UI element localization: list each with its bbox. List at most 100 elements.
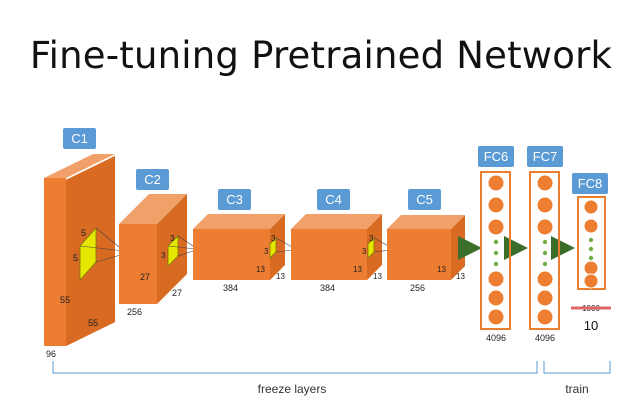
c2-height-label: 27 — [140, 272, 150, 282]
c2-kernel-ray — [167, 245, 197, 250]
ellipsis-dot — [493, 261, 499, 267]
ellipsis-dot — [493, 250, 499, 256]
c4-width-label: 13 — [373, 272, 382, 281]
c2-front — [119, 224, 157, 304]
c5-front — [387, 229, 451, 280]
label-fc7-bg — [527, 146, 563, 167]
label-c5-text: C5 — [416, 192, 433, 207]
label-fc8-text: FC8 — [578, 176, 603, 191]
neuron — [536, 308, 554, 326]
neuron — [487, 218, 505, 236]
c3-kernel-size: 3 — [271, 234, 276, 243]
fc8-box — [577, 196, 606, 290]
c3-top — [193, 214, 285, 229]
c3-kernel-size: 3 — [264, 247, 269, 256]
label-fc7-text: FC7 — [533, 149, 558, 164]
label-c5: C5 — [408, 189, 441, 210]
c5-top — [387, 215, 465, 229]
c2-kernel-size: 3 — [161, 251, 166, 260]
label-fc6-text: FC6 — [484, 149, 509, 164]
c2-kernel-size: 3 — [170, 234, 175, 243]
ellipsis-dot — [588, 237, 594, 243]
ellipsis-dot — [493, 239, 499, 245]
label-c3-bg — [218, 189, 251, 210]
label-c5-bg — [408, 189, 441, 210]
neuron — [536, 289, 554, 307]
c4-kernel-size: 3 — [369, 234, 374, 243]
ellipsis-dot — [588, 255, 594, 261]
c2-depth-label: 256 — [127, 307, 142, 317]
fc7-size-label: 4096 — [535, 333, 555, 343]
neuron — [536, 270, 554, 288]
c1-depth-label: 96 — [46, 349, 56, 359]
neuron — [487, 289, 505, 307]
c1-front — [44, 178, 66, 346]
neuron — [583, 273, 599, 289]
conv-block-c1 — [44, 154, 115, 346]
ellipsis-dot — [588, 246, 594, 252]
label-c4: C4 — [317, 189, 350, 210]
c2-width-label: 27 — [172, 288, 182, 298]
neuron — [536, 174, 554, 192]
label-c4-text: C4 — [325, 192, 342, 207]
neuron — [583, 199, 599, 215]
freeze-bracket — [52, 361, 538, 374]
c3-depth-label: 384 — [223, 283, 238, 293]
label-fc8-bg — [572, 173, 608, 194]
fc8-new-size-label: 10 — [584, 318, 598, 333]
c3-height-label: 13 — [256, 265, 265, 274]
c3-front — [193, 229, 270, 280]
label-c2-text: C2 — [144, 172, 161, 187]
c5-width-label: 13 — [456, 272, 465, 281]
c4-front — [291, 229, 367, 280]
c4-kernel-size: 3 — [362, 247, 367, 256]
conv-block-c5 — [387, 215, 465, 280]
c1-width-label: 55 — [88, 318, 98, 328]
neuron — [487, 270, 505, 288]
fc6-size-label: 4096 — [486, 333, 506, 343]
label-fc8: FC8 — [572, 173, 608, 194]
c4-height-label: 13 — [353, 265, 362, 274]
c4-depth-label: 384 — [320, 283, 335, 293]
c3-depth — [270, 214, 285, 280]
c1-kernel-ray — [79, 245, 125, 252]
fc6-box — [480, 171, 511, 330]
c2-top — [119, 194, 187, 224]
conv-block-c3 — [193, 214, 285, 280]
ellipsis-dot — [542, 250, 548, 256]
ellipsis-dot — [542, 261, 548, 267]
label-c1-bg — [63, 128, 96, 149]
train-bracket — [543, 361, 611, 374]
label-c1-text: C1 — [71, 131, 88, 146]
fc6-neurons — [487, 174, 505, 326]
c4-top — [291, 214, 382, 229]
c4-depth — [367, 214, 382, 280]
c1-kernel-size: 5 — [81, 228, 86, 238]
train-label: train — [565, 382, 588, 396]
neuron — [536, 218, 554, 236]
fc8-neurons — [583, 199, 599, 289]
c1-kernel-size: 5 — [73, 253, 78, 263]
fc7-box — [529, 171, 560, 330]
conv-block-c4 — [291, 214, 382, 280]
c5-depth-label: 256 — [410, 283, 425, 293]
page-title: Fine-tuning Pretrained Network — [29, 34, 613, 77]
label-c3-text: C3 — [226, 192, 243, 207]
fc7-neurons — [536, 174, 554, 326]
label-c2: C2 — [136, 169, 169, 190]
label-fc6-bg — [478, 146, 514, 167]
label-c4-bg — [317, 189, 350, 210]
ellipsis-dot — [542, 239, 548, 245]
label-fc7: FC7 — [527, 146, 563, 167]
c5-height-label: 13 — [437, 265, 446, 274]
label-fc6: FC6 — [478, 146, 514, 167]
neuron — [583, 260, 599, 276]
label-c2-bg — [136, 169, 169, 190]
c1-height-label: 55 — [60, 295, 70, 305]
neuron — [487, 174, 505, 192]
c1-top — [44, 154, 115, 178]
label-c1: C1 — [63, 128, 96, 149]
freeze-layers-label: freeze layers — [258, 382, 327, 396]
neuron — [487, 196, 505, 214]
